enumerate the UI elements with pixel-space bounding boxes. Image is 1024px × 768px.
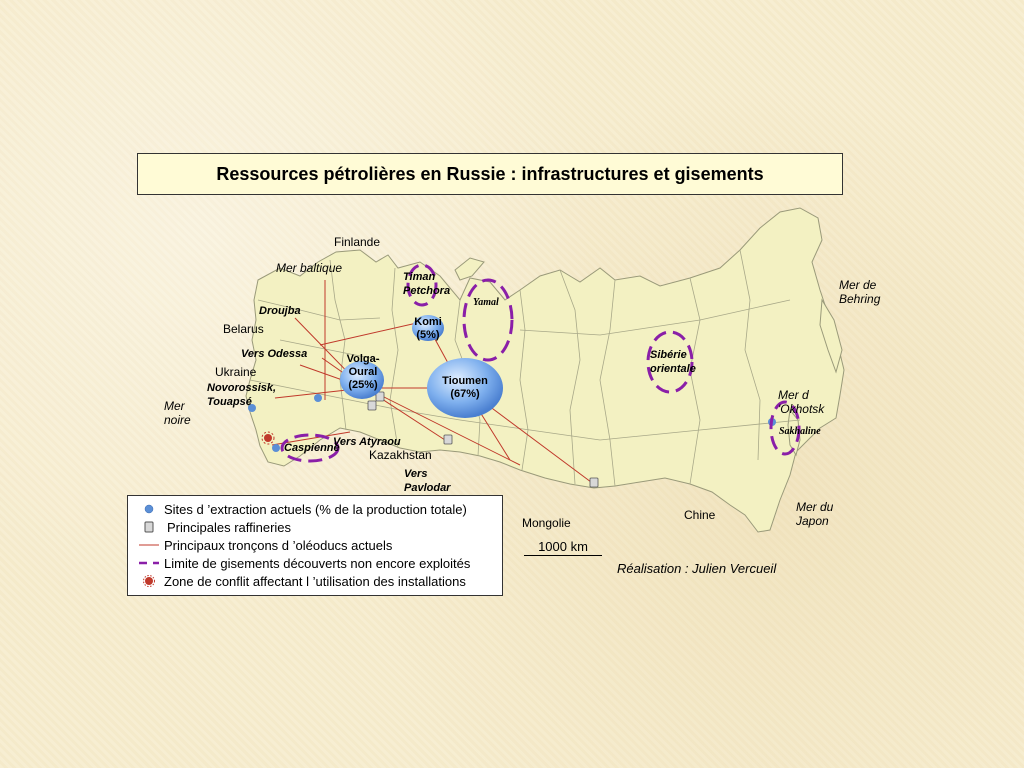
label-vers-odessa: Vers Odessa — [241, 348, 308, 360]
label-siberie-orientale: Sibérie orientale — [650, 349, 696, 375]
label-novorossisk: Novorossisk, Touapsé — [207, 382, 277, 408]
legend-row-extraction: Sites d ’extraction actuels (% de la pro… — [134, 500, 498, 518]
dashed-limit-icon — [134, 560, 164, 566]
label-vers-atyraou: Vers Atyraou — [333, 436, 401, 448]
label-mer-japon: Mer du Japon — [796, 500, 834, 528]
legend-row-pipelines: Principaux tronçons d ’oléoducs actuels — [134, 536, 498, 554]
label-kazakhstan: Kazakhstan — [369, 448, 432, 462]
legend-row-refineries: Principales raffineries — [134, 518, 498, 536]
map-legend: Sites d ’extraction actuels (% de la pro… — [127, 495, 503, 596]
refineries — [367, 391, 599, 488]
label-mer-noire: Mer noire — [164, 399, 191, 427]
author-credit: Réalisation : Julien Vercueil — [617, 561, 777, 576]
label-belarus: Belarus — [223, 322, 264, 336]
tioumen-site — [427, 358, 503, 418]
label-chine: Chine — [684, 508, 716, 522]
komi-site — [412, 315, 444, 341]
legend-row-conflict: Zone de conflit affectant l ’utilisation… — [134, 572, 498, 590]
russia-landmass — [245, 207, 845, 533]
site-dot — [314, 394, 322, 402]
label-sakhaline: Sakhaline — [779, 426, 821, 437]
refinery-icon — [134, 521, 164, 533]
label-caspienne: Caspienne — [284, 442, 340, 454]
extraction-site-icon — [134, 503, 164, 515]
label-droujba: Droujba — [259, 305, 301, 317]
label-timan-petchora: Timan Petchora — [403, 271, 451, 297]
novaya-zemlya-island — [454, 257, 485, 281]
volga-oural-site — [340, 361, 384, 399]
conflict-zone-icon — [134, 575, 164, 587]
scale-bar: 1000 km — [524, 539, 602, 556]
label-volga-oural: Volga-Oural (25%) — [346, 353, 380, 391]
pipeline-line-icon — [134, 542, 164, 548]
conflict-zone-marker — [261, 431, 275, 445]
label-mer-baltique: Mer baltique — [276, 261, 343, 275]
kamchatka-peninsula — [819, 298, 843, 374]
site-dot — [248, 404, 256, 412]
legend-conflict-text: Zone de conflit affectant l ’utilisation… — [164, 573, 466, 589]
label-tioumen: Tioumen (67%) — [442, 375, 488, 400]
label-finlande: Finlande — [334, 235, 381, 249]
label-komi: Komi (5%) — [414, 316, 442, 341]
label-yamal: Yamal — [473, 297, 499, 308]
legend-row-limits: Limite de gisements découverts non encor… — [134, 554, 498, 572]
region-borders — [249, 249, 801, 487]
legend-pipelines-text: Principaux tronçons d ’oléoducs actuels — [164, 537, 393, 553]
label-mer-behring: Mer de Behring — [839, 278, 881, 306]
map-title: Ressources pétrolières en Russie : infra… — [137, 153, 843, 195]
legend-limits-text: Limite de gisements découverts non encor… — [164, 555, 471, 571]
site-dot — [272, 444, 280, 452]
label-mongolie: Mongolie — [522, 516, 571, 530]
label-vers-pavlodar: Vers Pavlodar — [404, 468, 451, 494]
legend-extraction-text: Sites d ’extraction actuels (% de la pro… — [164, 501, 467, 517]
label-ukraine: Ukraine — [215, 365, 257, 379]
label-mer-okhotsk: Mer d 'Okhotsk — [778, 388, 825, 416]
field-limits — [280, 263, 801, 463]
legend-refineries-text: Principales raffineries — [167, 519, 292, 535]
